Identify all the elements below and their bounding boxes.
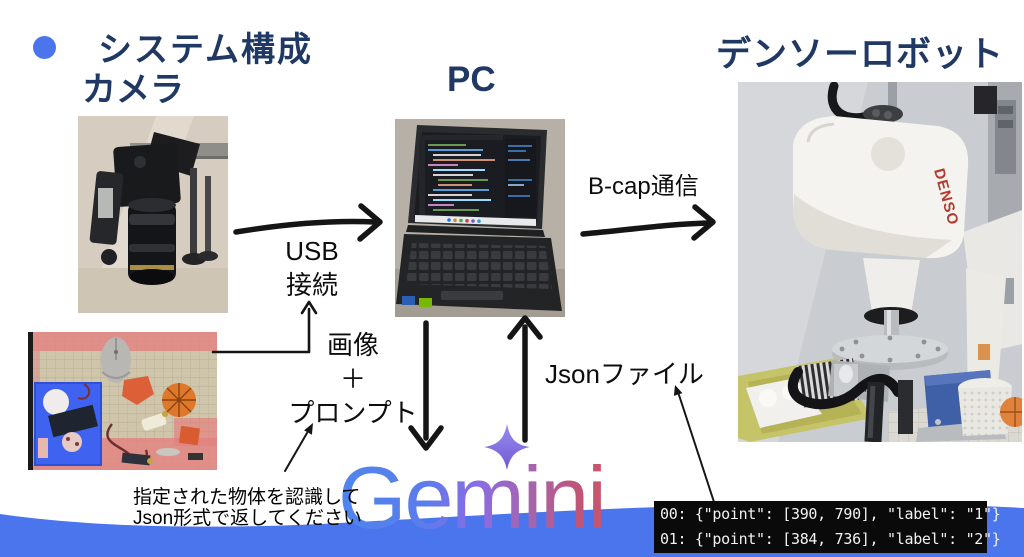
connector xyxy=(121,452,151,466)
camera-photo xyxy=(78,116,228,313)
arrow-pc-to-robot xyxy=(580,204,716,241)
camera-body xyxy=(113,143,181,207)
robot-neck xyxy=(863,258,920,314)
gemini-sparkle-icon xyxy=(484,424,530,470)
json-output-line1: 00: {"point": [390, 790], "label": "1"} xyxy=(660,505,1001,523)
orange-block xyxy=(178,425,201,446)
robot-top-cable xyxy=(827,82,873,123)
usb-edge-label: USB 接続 xyxy=(268,234,356,302)
camera-label: カメラ xyxy=(82,71,184,109)
orange-piece xyxy=(122,376,154,405)
intel-sticker xyxy=(402,296,415,305)
page-title: システム構成 xyxy=(98,31,313,69)
bcap-edge-label: B-cap通信 xyxy=(588,173,699,200)
prompt-note-line1: 指定された物体を認識して xyxy=(133,487,361,508)
gemini-wordmark: Gemini xyxy=(338,448,605,543)
robot-photo: DENSO IAI xyxy=(738,82,1022,442)
json-output-box: 00: {"point": [390, 790], "label": "1"} … xyxy=(654,501,1001,553)
nvidia-sticker xyxy=(419,298,432,307)
keyboard-keys xyxy=(406,243,552,289)
pc-label: PC xyxy=(447,60,496,99)
code-lines xyxy=(428,144,495,211)
json-output-line2: 01: {"point": [384, 736], "label": "2"} xyxy=(660,530,1001,548)
spacebar xyxy=(441,291,503,300)
pcb-board xyxy=(48,404,98,438)
image-prompt-line2: ＋ xyxy=(339,364,366,394)
gripper-cable xyxy=(787,367,903,410)
scene-photo xyxy=(28,332,217,470)
image-prompt-line3: プロンプト xyxy=(288,398,418,428)
usb-line1: USB xyxy=(285,236,339,266)
flange-bolts xyxy=(839,335,941,363)
usb-line2: 接続 xyxy=(285,270,338,300)
image-prompt-line1: 画像 xyxy=(326,330,379,360)
prompt-note-line2: Json形式で返してください xyxy=(133,508,362,529)
taskbar-icons xyxy=(447,218,481,223)
arrow-note-to-prompt xyxy=(284,423,313,472)
stand-rod xyxy=(190,168,197,256)
bullet-icon xyxy=(33,36,56,59)
arrow-box-to-jsonfile xyxy=(673,385,715,503)
json-file-edge-label: Jsonファイル xyxy=(545,359,704,389)
lens-gold-ring xyxy=(130,265,174,270)
pc-photo xyxy=(395,119,565,317)
battery-part xyxy=(141,413,167,431)
gemini-logo: Gemini xyxy=(338,424,607,543)
taskbar xyxy=(415,215,536,226)
gripper-finger-right xyxy=(898,380,913,434)
prompt-note: 指定された物体を認識して Json形式で返してください xyxy=(133,487,362,529)
robot-label: デンソーロボット xyxy=(716,35,1005,74)
image-prompt-edge-label: 画像 ＋ プロンプト xyxy=(280,328,426,430)
